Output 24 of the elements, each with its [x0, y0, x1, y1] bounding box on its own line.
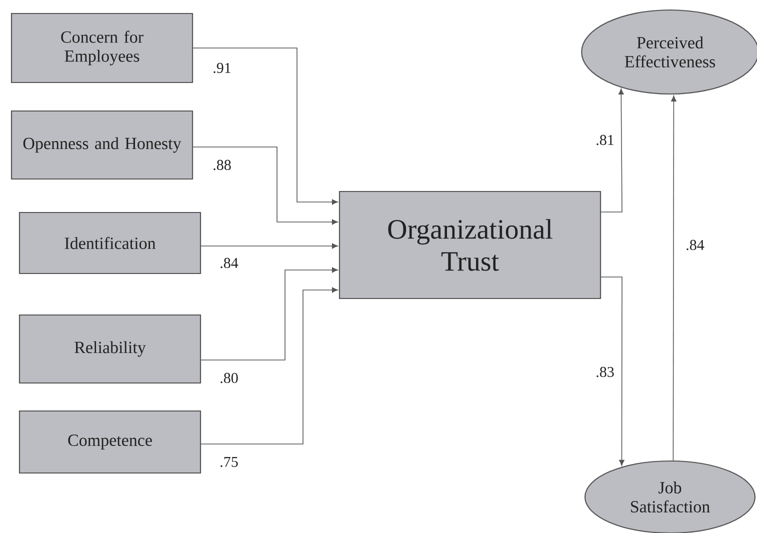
edge-label: .81 [594, 134, 616, 146]
edge-label: .84 [218, 256, 240, 270]
arrow [200, 267, 338, 360]
ellipse-node: Job Satisfaction [584, 460, 756, 533]
ellipse-node: Perceived Effectiveness [581, 9, 757, 95]
edge-label: .80 [218, 372, 240, 384]
process-box: Openness and Honesty [10, 110, 194, 180]
arrow [192, 146, 338, 225]
process-box: Organizational Trust [338, 190, 602, 300]
arrow [600, 276, 624, 466]
process-box: Identification [18, 212, 202, 274]
edge-label: .83 [594, 366, 616, 378]
arrow [200, 287, 338, 444]
process-box: Concern for Employees [10, 12, 194, 84]
edge-label: .91 [212, 62, 232, 74]
process-box: Reliability [18, 314, 202, 384]
process-box: Competence [18, 410, 202, 474]
edge-label: .75 [218, 456, 240, 468]
arrow [671, 96, 676, 461]
arrow [192, 48, 338, 205]
edge-label: .84 [684, 238, 706, 252]
arrow [200, 243, 338, 249]
edge-label: .88 [212, 158, 232, 172]
arrow [600, 88, 624, 212]
